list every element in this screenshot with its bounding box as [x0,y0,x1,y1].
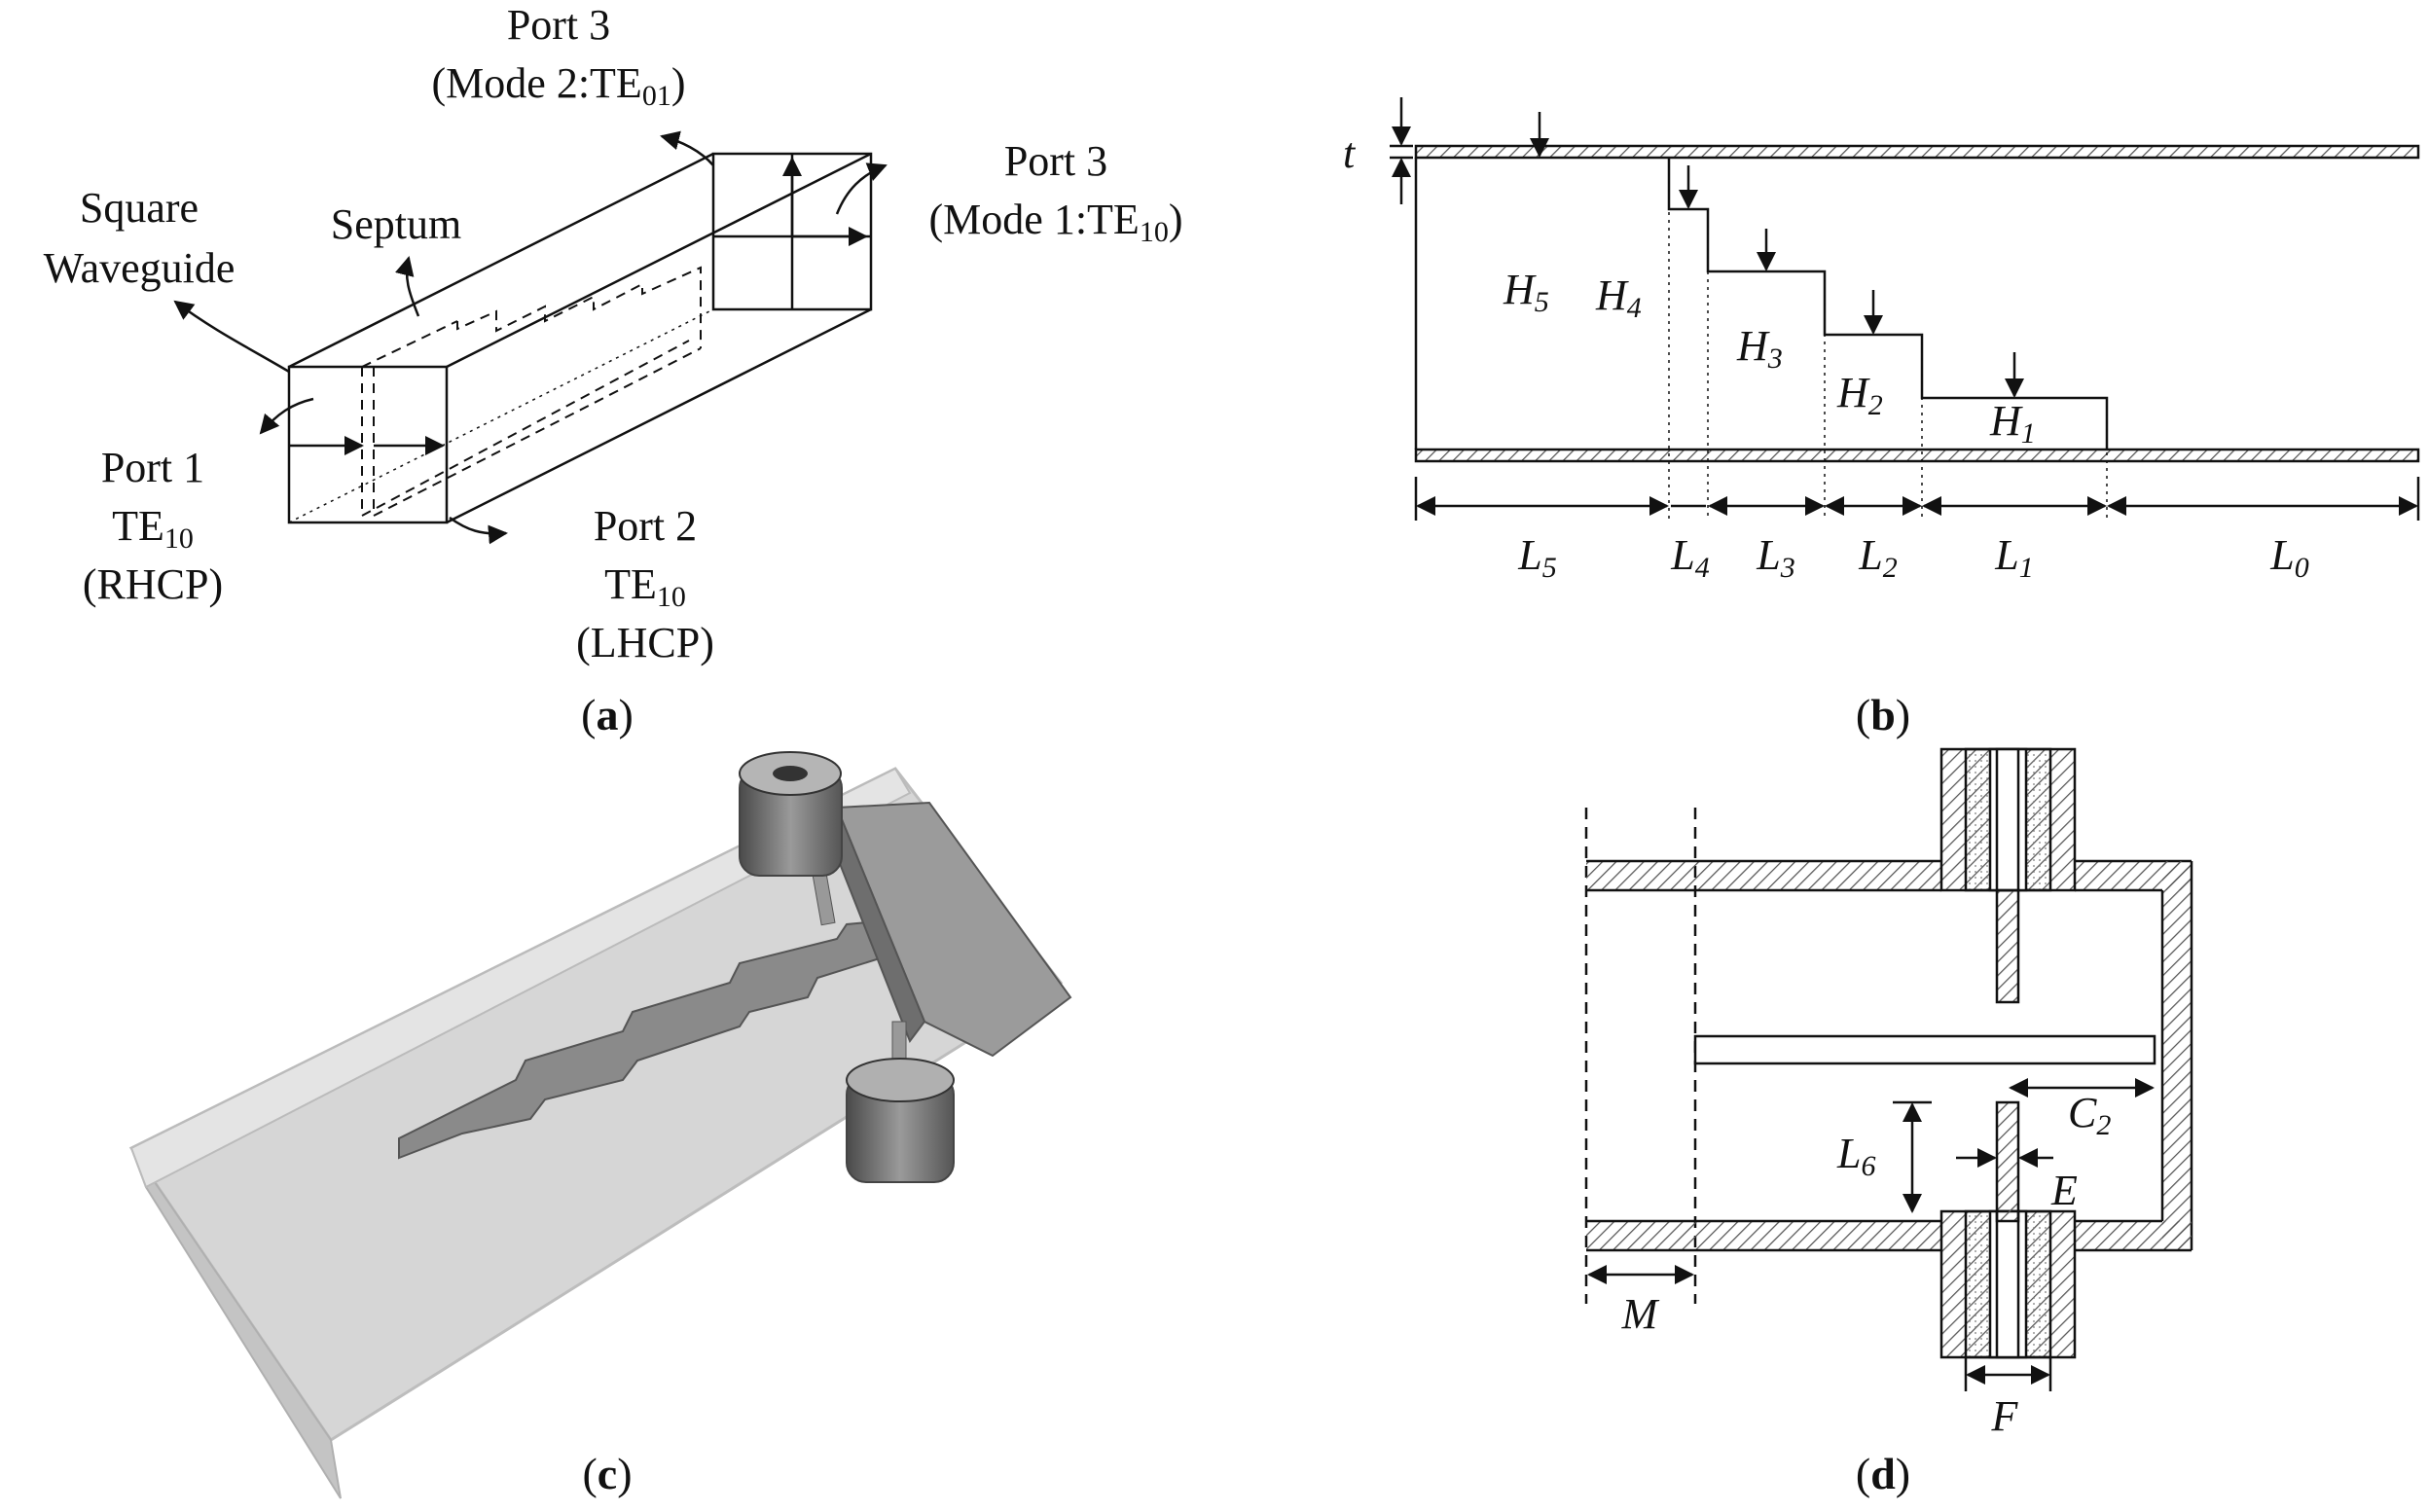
port3-mode2-mode: (Mode 2:TE01) [432,59,686,112]
caption-c: (c) [582,1449,632,1498]
h4-label: H4 [1595,271,1642,324]
waveguide-top-face [129,767,912,1189]
caption-a: (a) [581,690,634,739]
l4-label: L4 [1670,531,1709,584]
caption-d: (d) [1856,1449,1910,1498]
lower-connector-top [846,1058,955,1102]
edge-bottom-right [446,307,872,524]
panel-a [173,130,888,545]
waveguide-label: Waveguide [44,244,236,292]
h3-label: H3 [1736,322,1783,375]
caption-b: (b) [1856,690,1910,739]
l3-label: L3 [1756,531,1794,584]
m-label: M [1621,1290,1660,1338]
port3-mode2-callout [660,130,714,166]
top-wall-left [1586,861,1941,890]
step-guides [1668,158,2108,521]
bottom-wall-right [2075,1221,2192,1250]
l6-label: L6 [1836,1130,1875,1182]
top-wall [1414,144,2420,160]
panel-d [1584,747,2193,1391]
bottom-wall-left [1586,1221,1941,1250]
panel-c: (c) [128,751,1072,1499]
upper-connector-core [773,766,808,781]
port2-pol: (LHCP) [576,619,714,666]
panel-a-labels: Square Waveguide Septum Port 3 (Mode 2:T… [44,1,1183,739]
port2-mode: TE10 [604,560,686,613]
panel-b-labels: t H5 H4 H3 H2 H1 L5 L4 L3 L2 L1 L0 (b) [1343,129,2309,739]
c2-label: C2 [2068,1089,2111,1141]
h1-label: H1 [1989,397,2036,450]
septum-label: Septum [331,200,461,248]
stepped-septum [1667,158,2109,450]
port2-title: Port 2 [594,502,697,550]
square-waveguide-callout [173,300,290,374]
port1-callout [259,397,314,435]
square-label: Square [80,184,199,232]
port2-callout [449,516,508,545]
port1-mode: TE10 [112,502,194,555]
l2-label: L2 [1858,531,1897,584]
l0-label: L0 [2269,531,2308,584]
edge-top-right [446,152,872,369]
e-label: E [2050,1167,2078,1214]
h2-label: H2 [1836,369,1883,421]
thickness-marker [1390,97,1413,204]
length-dimensions [1414,477,2420,521]
panel-d-labels: C2 L6 E M F (d) [1621,1089,2112,1498]
top-coax [1939,747,2077,1004]
port3-mode1-callout [835,162,888,215]
bottom-probe [1995,1100,2020,1223]
port3-mode2-title: Port 3 [507,1,610,49]
port1-pol: (RHCP) [83,560,223,608]
septum-callout [394,256,420,317]
panel-b [1390,97,2420,521]
f-label: F [1991,1392,2019,1440]
edge-top-left [288,152,714,369]
h5-label: H5 [1503,266,1549,318]
top-probe [1995,888,2020,1004]
port3-mode1-title: Port 3 [1004,137,1107,185]
bottom-coax [1939,1100,2077,1359]
l1-label: L1 [1994,531,2033,584]
t-label: t [1343,129,1357,177]
edge-bottom-left-hidden [288,308,714,523]
bottom-wall [1414,448,2420,463]
l5-label: L5 [1517,531,1556,584]
right-wall [2162,861,2192,1250]
port1-title: Port 1 [101,444,204,491]
septum-plate [1693,1034,2156,1065]
port3-mode1-mode: (Mode 1:TE10) [929,196,1183,248]
height-arrows [1530,112,2024,398]
